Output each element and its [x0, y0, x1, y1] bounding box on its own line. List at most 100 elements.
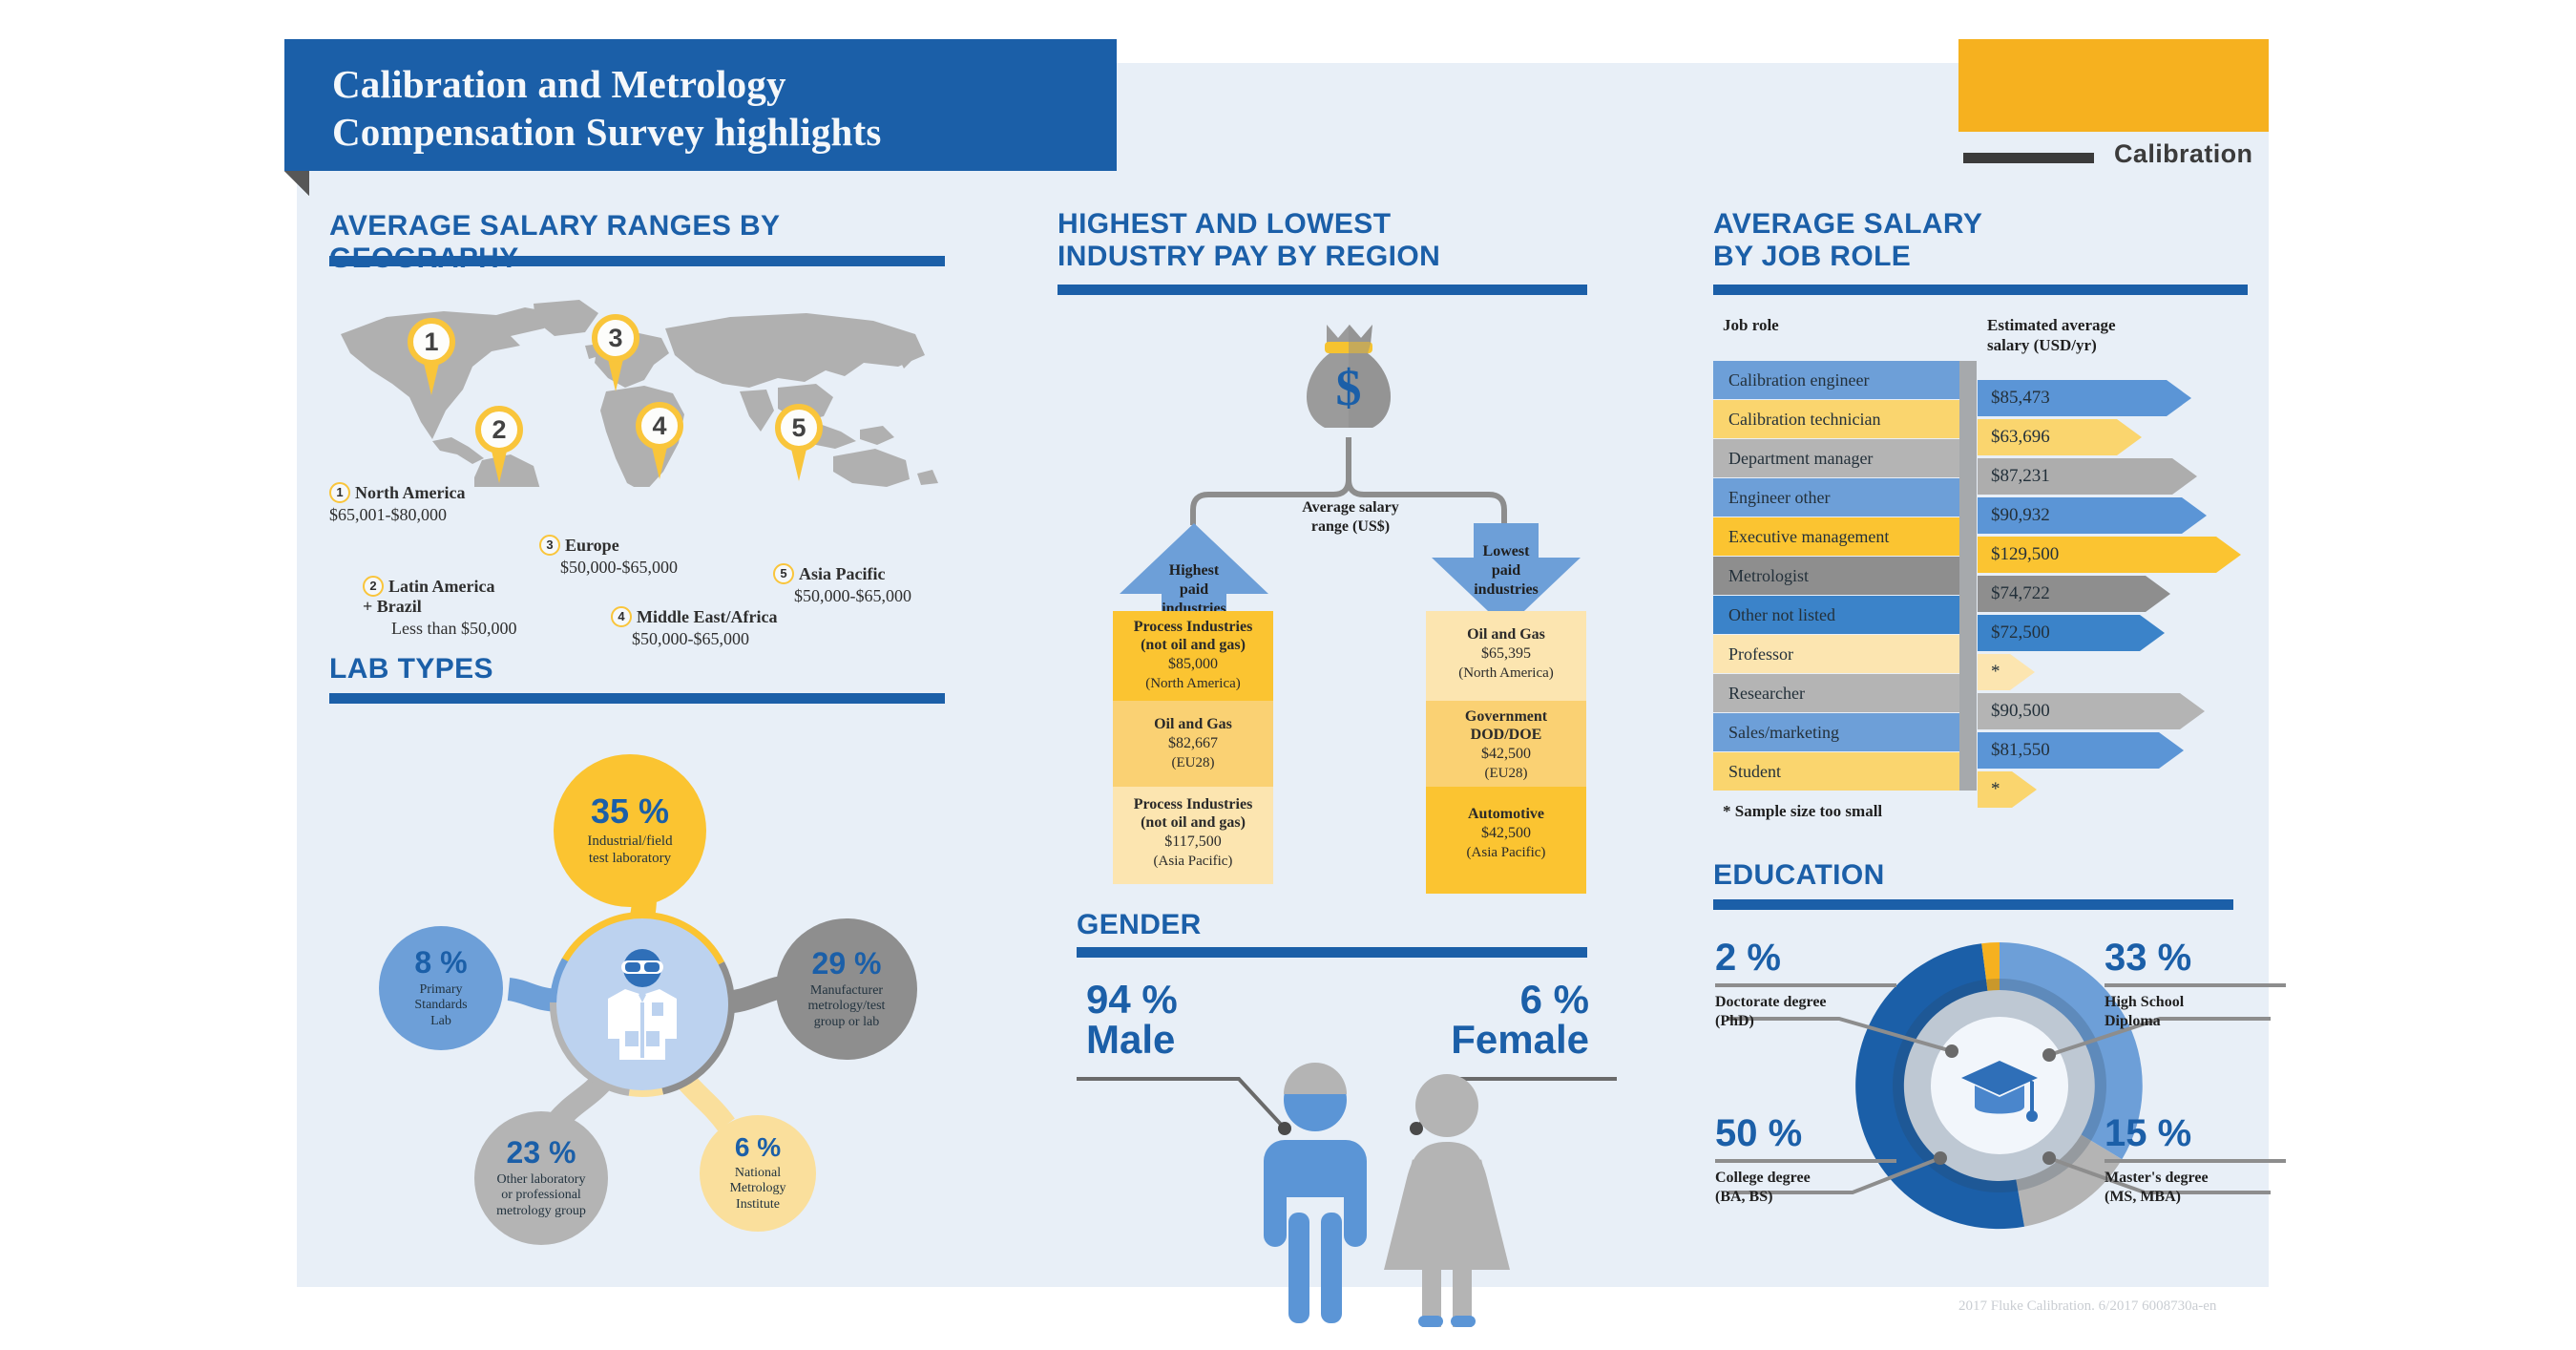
job-role-row-calibration-technician[interactable]: Calibration technician: [1713, 400, 1959, 438]
job-role-row-other-not-listed[interactable]: Other not listed: [1713, 596, 1959, 634]
geography-item-4-number: 4: [611, 606, 632, 627]
job-role-row-student[interactable]: Student: [1713, 752, 1959, 791]
job-role-label-6: Other not listed: [1728, 604, 1835, 624]
lab-type-pct-other: 23 %: [506, 1134, 576, 1170]
geography-item-5-value: $50,000-$65,000: [794, 586, 911, 605]
female-label: Female: [1451, 1017, 1589, 1062]
lab-type-bubble-primary[interactable]: 8 % Primary Standards Lab: [379, 926, 503, 1050]
education-leader-college: [1728, 1156, 1941, 1194]
job-role-row-metrologist[interactable]: Metrologist: [1713, 557, 1959, 595]
job-role-row-researcher[interactable]: Researcher: [1713, 674, 1959, 712]
highest-industry-3-title: Process Industries (not oil and gas): [1133, 796, 1253, 831]
lowest-industry-2-region: (EU28): [1484, 765, 1528, 781]
job-role-heading: AVERAGE SALARY BY JOB ROLE: [1713, 208, 1982, 272]
industry-heading-text: HIGHEST AND LOWEST INDUSTRY PAY BY REGIO…: [1058, 208, 1441, 272]
job-role-heading-rule: [1713, 285, 2248, 295]
salary-bar-9[interactable]: $81,550: [1978, 732, 2184, 769]
job-role-label-3: Engineer other: [1728, 487, 1831, 507]
salary-value-6: $72,500: [1991, 622, 2050, 643]
education-heading: EDUCATION: [1713, 859, 1885, 892]
lowest-industry-box-1[interactable]: Oil and Gas $65,395 (North America): [1426, 611, 1586, 708]
geography-item-4-value: $50,000-$65,000: [632, 629, 749, 648]
industry-heading: HIGHEST AND LOWEST INDUSTRY PAY BY REGIO…: [1058, 208, 1440, 272]
lab-type-pct-manufacturer: 29 %: [811, 945, 882, 981]
education-pct-masters: 15 %: [2105, 1112, 2192, 1154]
education-donut-svg: [1728, 942, 2271, 1230]
salary-bar-2[interactable]: $87,231: [1978, 458, 2197, 495]
salary-bar-1[interactable]: $63,696: [1978, 419, 2142, 455]
lowest-industry-box-3[interactable]: Automotive $42,500 (Asia Pacific): [1426, 787, 1586, 894]
salary-value-2: $87,231: [1991, 466, 2050, 486]
job-role-label-4: Executive management: [1728, 526, 1890, 546]
education-underline-high-school: [2105, 983, 2286, 987]
salary-bar-4[interactable]: $129,500: [1978, 537, 2241, 573]
job-role-label-7: Professor: [1728, 643, 1793, 664]
lab-types-hub: [556, 918, 728, 1090]
geography-item-2-number: 2: [363, 576, 384, 597]
geography-item-3-number: 3: [539, 535, 560, 556]
education-pct-college: 50 %: [1715, 1112, 1803, 1154]
lab-type-bubble-other[interactable]: 23 % Other laboratory or professional me…: [474, 1111, 608, 1245]
education-leader-high-school: [2048, 1017, 2271, 1057]
lab-type-pct-primary: 8 %: [414, 944, 468, 980]
education-heading-rule: [1713, 899, 2233, 910]
donut-slice-college: [1855, 943, 2024, 1230]
highest-industry-box-2[interactable]: Oil and Gas $82,667 (EU28): [1113, 701, 1273, 794]
education-leader-masters: [2048, 1156, 2271, 1194]
highest-industry-box-3[interactable]: Process Industries (not oil and gas) $11…: [1113, 787, 1273, 884]
donut-slice-doctorate: [1981, 942, 2000, 991]
male-pct: 94 %: [1086, 977, 1178, 1022]
education-label-masters: 15 % Master's degree (MS, MBA): [2105, 1114, 2286, 1206]
salary-value-5: $74,722: [1991, 583, 2050, 603]
lowest-industry-3-region: (Asia Pacific): [1466, 844, 1546, 860]
salary-value-7: *: [1991, 662, 2000, 682]
highest-industry-2-region: (EU28): [1171, 754, 1215, 770]
male-label: Male: [1086, 1017, 1176, 1062]
job-role-row-engineer-other[interactable]: Engineer other: [1713, 478, 1959, 517]
salary-bar-3[interactable]: $90,932: [1978, 497, 2207, 534]
geography-item-3-value: $50,000-$65,000: [560, 558, 678, 577]
job-role-row-executive-management[interactable]: Executive management: [1713, 517, 1959, 556]
education-underline-college: [1715, 1159, 1896, 1163]
salary-bar-8[interactable]: $90,500: [1978, 693, 2205, 729]
salary-bar-0[interactable]: $85,473: [1978, 380, 2191, 416]
map-pin-1-tail: [423, 359, 440, 395]
education-text-masters: Master's degree (MS, MBA): [2105, 1170, 2209, 1205]
salary-bar-6[interactable]: $72,500: [1978, 615, 2165, 651]
education-pct-doctorate: 2 %: [1715, 937, 1781, 979]
lab-type-label-other: Other laboratory or professional metrolo…: [496, 1171, 586, 1218]
lowest-industry-box-2[interactable]: Government DOD/DOE $42,500 (EU28): [1426, 701, 1586, 787]
job-role-column-shadow: [1959, 361, 1977, 791]
job-role-row-sales-marketing[interactable]: Sales/marketing: [1713, 713, 1959, 751]
geography-item-5-number: 5: [773, 563, 794, 584]
lab-type-bubble-nmi[interactable]: 6 % National Metrology Institute: [700, 1115, 816, 1232]
job-role-label-10: Student: [1728, 761, 1782, 781]
industry-connector-lines: [1190, 437, 1507, 525]
lowest-industry-1-title: Oil and Gas: [1467, 626, 1545, 643]
svg-text:$: $: [1336, 359, 1362, 416]
highest-industry-box-1[interactable]: Process Industries (not oil and gas) $85…: [1113, 611, 1273, 701]
salary-column-header: Estimated average salary (USD/yr): [1987, 316, 2116, 355]
female-figure-icon: [1384, 1074, 1510, 1327]
salary-value-4: $129,500: [1991, 544, 2060, 564]
job-role-row-professor[interactable]: Professor: [1713, 635, 1959, 673]
male-stat: 94 % Male: [1086, 980, 1178, 1060]
lab-type-bubble-industrial[interactable]: 35 % Industrial/field test laboratory: [554, 754, 706, 907]
salary-bar-5[interactable]: $74,722: [1978, 576, 2170, 612]
job-role-row-department-manager[interactable]: Department manager: [1713, 439, 1959, 477]
map-pin-1-label: 1: [408, 318, 455, 366]
male-leader-line: [1077, 1077, 1287, 1130]
logo-divider-bar: [1963, 153, 2094, 163]
lowest-industry-3-amount: $42,500: [1481, 824, 1531, 841]
lab-type-bubble-manufacturer[interactable]: 29 % Manufacturer metrology/test group o…: [776, 918, 917, 1060]
map-pin-3-tail: [607, 355, 624, 391]
lab-coat-icon: [608, 949, 677, 1060]
geography-item-4-name: Middle East/Africa: [637, 607, 778, 626]
copyright-footer: 2017 Fluke Calibration. 6/2017 6008730a-…: [1958, 1298, 2217, 1314]
job-role-row-calibration-engineer[interactable]: Calibration engineer: [1713, 361, 1959, 399]
geography-item-5-name: Asia Pacific: [799, 564, 886, 583]
education-text-doctorate: Doctorate degree (PhD): [1715, 994, 1827, 1029]
